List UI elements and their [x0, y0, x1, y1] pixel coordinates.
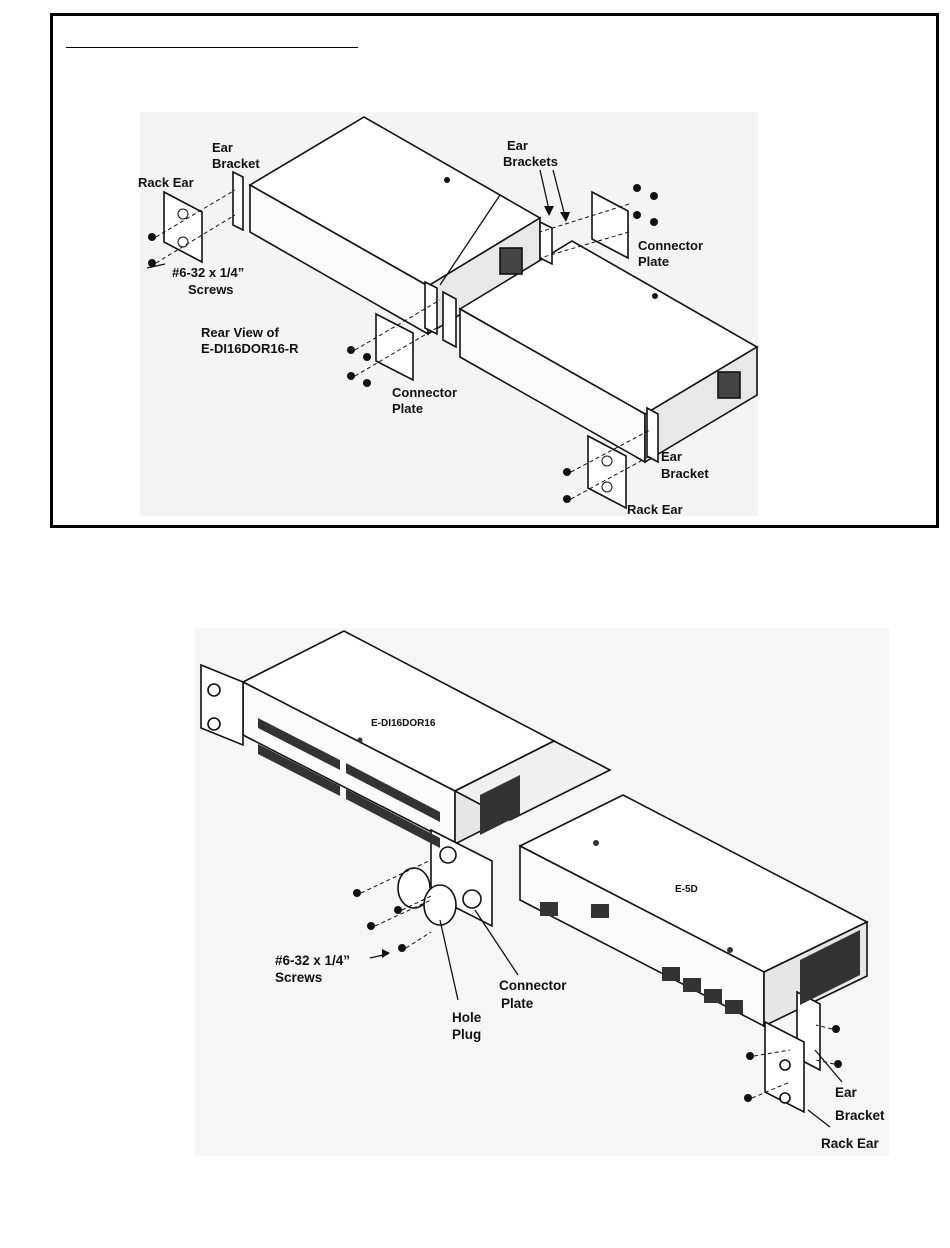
ear-bracket-mid	[425, 282, 437, 334]
label-connector-plate: Plate	[501, 996, 534, 1011]
screw	[347, 346, 355, 354]
screw	[832, 1025, 840, 1033]
label-screws: Screws	[275, 970, 322, 985]
ear-bracket-right	[647, 408, 658, 462]
label-ear-bracket-left: Ear	[212, 140, 233, 155]
label-unit-right: E-5D	[675, 884, 698, 895]
label-ear-bracket-right: Ear	[661, 449, 682, 464]
label-connector-plate-mid: Connector	[392, 385, 457, 400]
label-screws: #6-32 x 1/4”	[172, 265, 244, 280]
screw	[633, 184, 641, 192]
ethernet-port	[591, 904, 609, 918]
ethernet-port	[725, 1000, 743, 1014]
label-screws: #6-32 x 1/4”	[275, 953, 350, 968]
label-ear-bracket-left: Bracket	[212, 156, 260, 171]
screw	[398, 944, 406, 952]
screw	[347, 372, 355, 380]
label-rack-ear-left: Rack Ear	[138, 175, 194, 190]
label-unit-left: E-DI16DOR16	[371, 718, 436, 729]
ear-bracket-mid	[443, 292, 456, 347]
screw	[563, 468, 571, 476]
label-hole-plug: Plug	[452, 1027, 481, 1042]
label-connector-plate-right: Plate	[638, 254, 669, 269]
label-rack-ear-right: Rack Ear	[627, 502, 683, 517]
vent-grille	[718, 372, 740, 398]
screw	[363, 353, 371, 361]
label-connector-plate: Connector	[499, 978, 567, 993]
top-exploded-diagram: Rack Ear Ear Bracket Ear Brackets Connec…	[0, 0, 950, 530]
screw	[633, 211, 641, 219]
screw	[650, 192, 658, 200]
bottom-assembly-diagram: E-DI16DOR16 E-5D #6-32 x 1/4” Screws Con…	[0, 620, 950, 1180]
screw	[650, 218, 658, 226]
label-ear-bracket: Ear	[835, 1085, 858, 1100]
screw	[746, 1052, 754, 1060]
label-ear-brackets-mid: Brackets	[503, 154, 558, 169]
ethernet-port	[683, 978, 701, 992]
screw	[353, 889, 361, 897]
label-hole-plug: Hole	[452, 1010, 482, 1025]
label-rear-view: E-DI16DOR16-R	[201, 341, 299, 356]
ethernet-port	[704, 989, 722, 1003]
label-rack-ear: Rack Ear	[821, 1136, 880, 1151]
ear-bracket-left	[233, 172, 243, 230]
ethernet-port	[540, 902, 558, 916]
vent-grille	[500, 248, 522, 274]
screw	[363, 379, 371, 387]
screw	[744, 1094, 752, 1102]
screw	[367, 922, 375, 930]
label-rear-view: Rear View of	[201, 325, 279, 340]
ear-bracket-mid	[540, 222, 552, 264]
ethernet-port	[662, 967, 680, 981]
label-connector-plate-mid: Plate	[392, 401, 423, 416]
label-ear-bracket-right: Bracket	[661, 466, 709, 481]
label-ear-bracket: Bracket	[835, 1108, 885, 1123]
screw	[834, 1060, 842, 1068]
label-screws: Screws	[188, 282, 234, 297]
label-ear-brackets-mid: Ear	[507, 138, 528, 153]
screw	[563, 495, 571, 503]
label-connector-plate-right: Connector	[638, 238, 703, 253]
screw	[148, 233, 156, 241]
hole-plug	[424, 885, 456, 925]
screw	[394, 906, 402, 914]
